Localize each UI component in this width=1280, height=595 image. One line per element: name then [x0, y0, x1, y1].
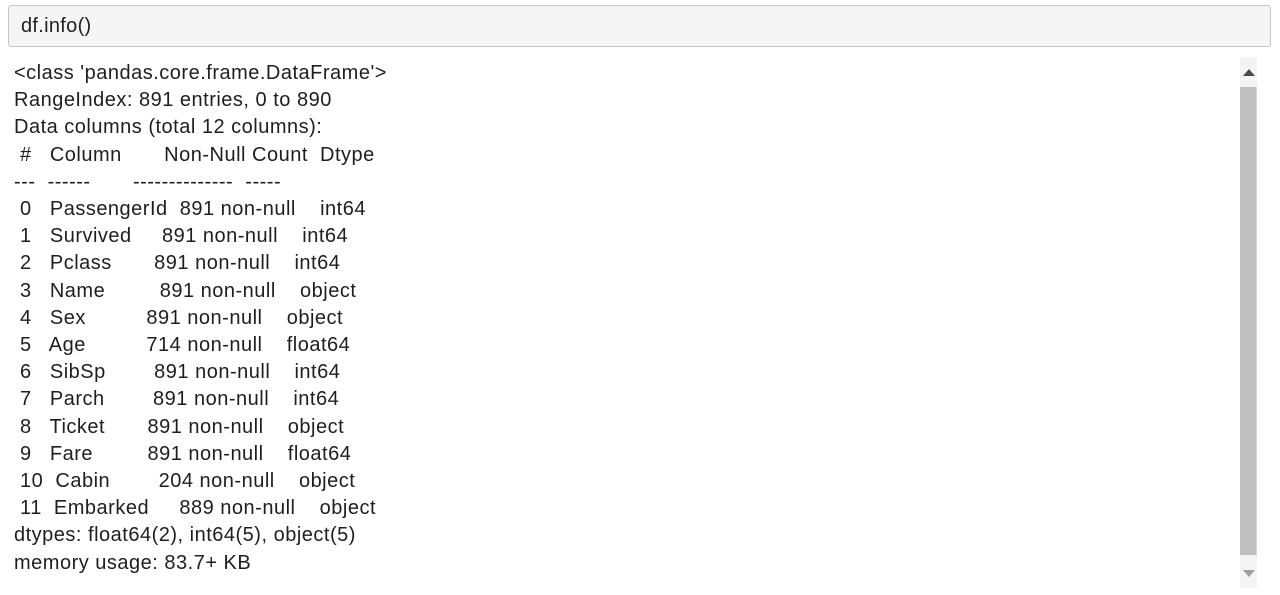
code-input[interactable]	[8, 5, 1271, 47]
scrollbar-track[interactable]	[1240, 87, 1257, 558]
triangle-up-icon	[1242, 68, 1255, 76]
scroll-down-button[interactable]	[1240, 558, 1257, 588]
triangle-down-icon	[1242, 569, 1255, 577]
scrollbar-thumb[interactable]	[1240, 87, 1257, 555]
scroll-up-button[interactable]	[1240, 57, 1257, 87]
vertical-scrollbar[interactable]	[1240, 57, 1257, 588]
output-area[interactable]: <class 'pandas.core.frame.DataFrame'> Ra…	[0, 55, 1280, 589]
dataframe-info-output: <class 'pandas.core.frame.DataFrame'> Ra…	[14, 62, 387, 574]
